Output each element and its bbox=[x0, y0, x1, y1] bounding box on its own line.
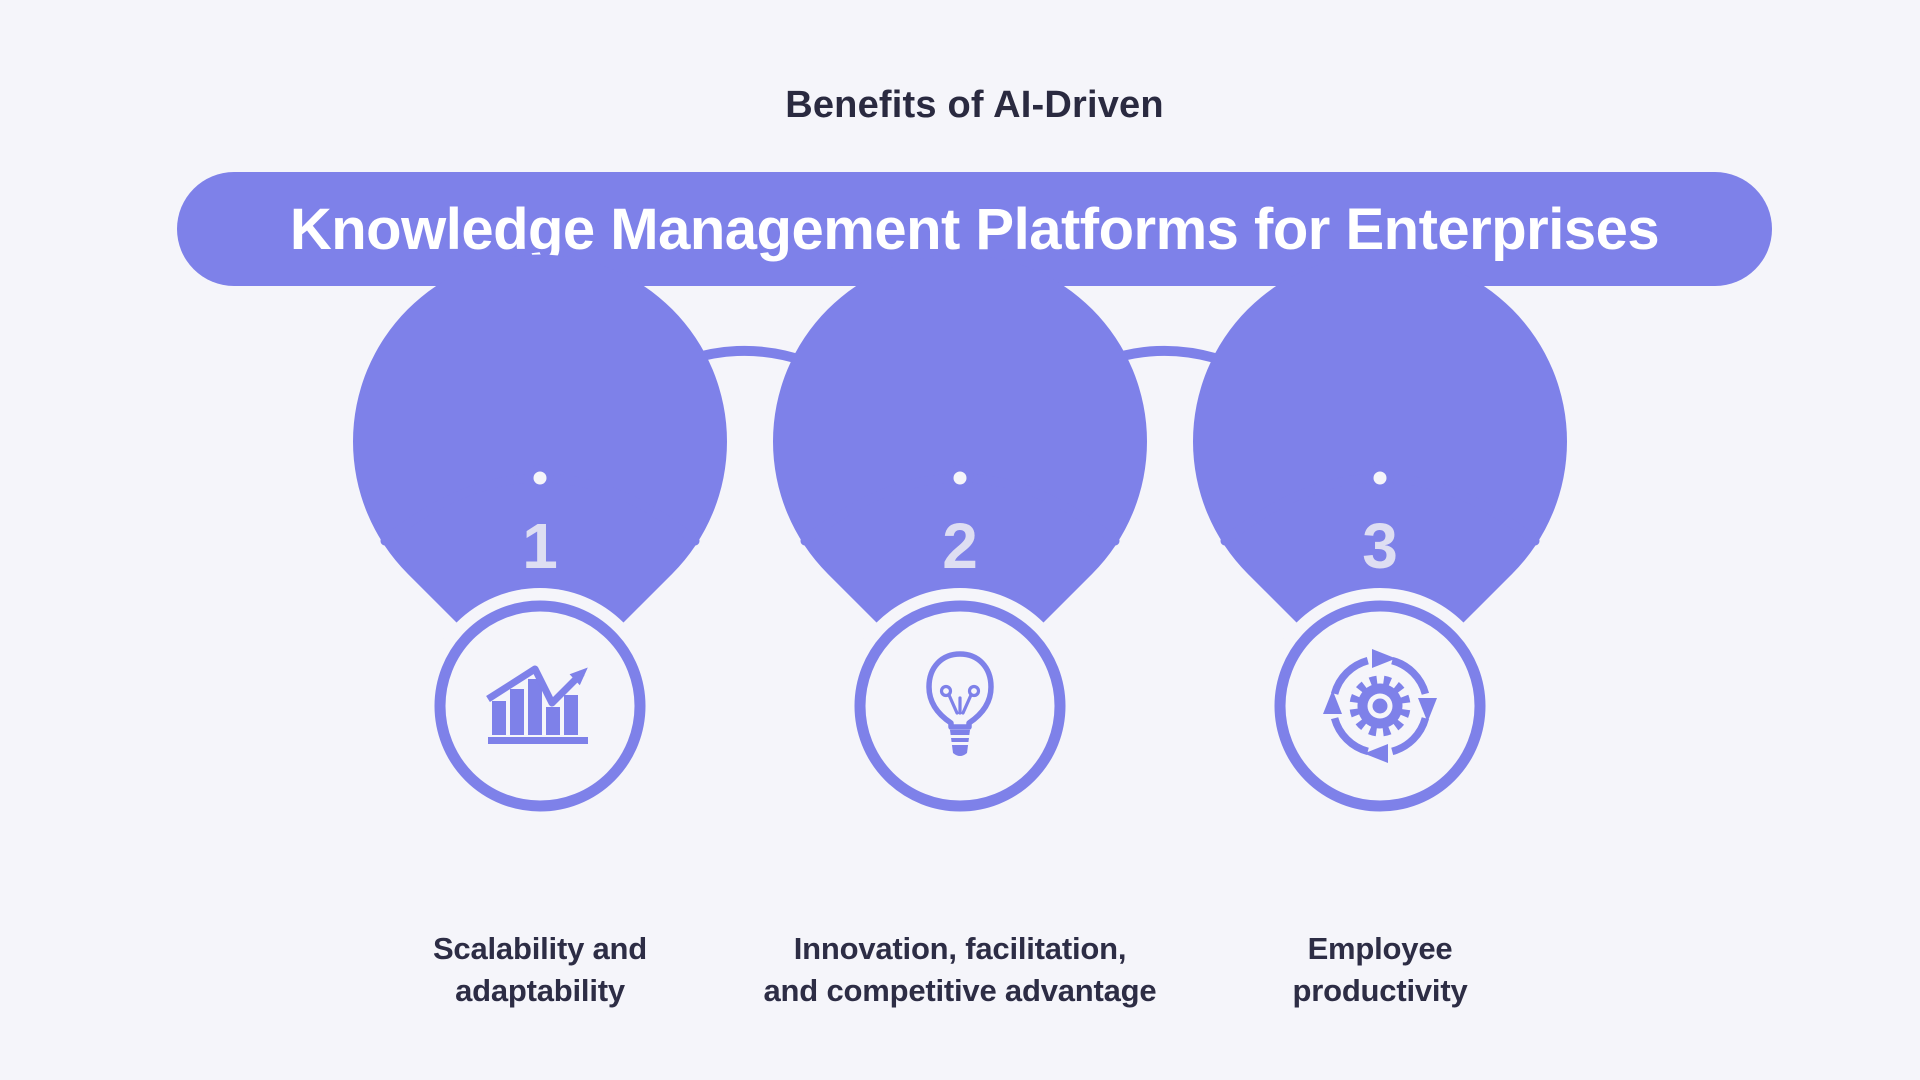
step-label-1: Scalability and adaptability bbox=[432, 931, 648, 1008]
step-number-2: 2 bbox=[942, 510, 978, 582]
step-label-3: Employee productivity bbox=[1292, 931, 1468, 1008]
page-title: Benefits of AI-Driven bbox=[785, 84, 1164, 126]
gear-cycle-icon bbox=[1323, 649, 1437, 763]
step-module-3 bbox=[1193, 254, 1567, 824]
step-number-3: 3 bbox=[1362, 510, 1398, 582]
step-module-1 bbox=[353, 254, 727, 824]
step-label-2: Innovation, facilitation, and competitiv… bbox=[763, 931, 1157, 1008]
step-node-ring bbox=[1366, 464, 1394, 492]
step-node-ring bbox=[526, 464, 554, 492]
title-banner: Knowledge Management Platforms for Enter… bbox=[177, 172, 1772, 286]
growth-chart-icon bbox=[486, 665, 588, 744]
title-banner-text: Knowledge Management Platforms for Enter… bbox=[289, 196, 1660, 262]
step-module-2 bbox=[773, 254, 1147, 824]
lightbulb-icon bbox=[926, 651, 994, 756]
step-node-ring bbox=[946, 464, 974, 492]
step-number-1: 1 bbox=[522, 510, 558, 582]
